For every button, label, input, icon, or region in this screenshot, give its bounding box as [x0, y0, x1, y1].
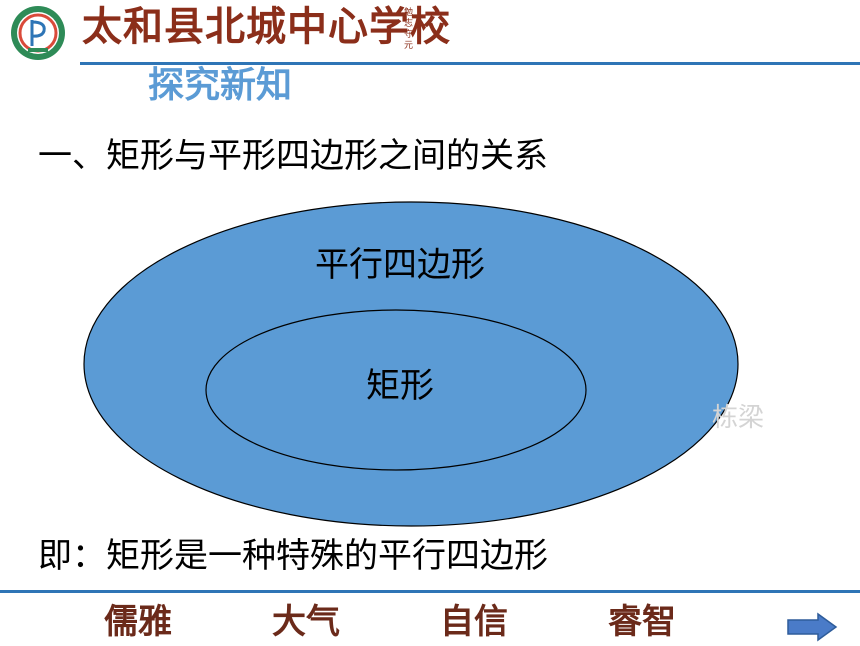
right-arrow-icon[interactable] [786, 612, 838, 642]
outer-ellipse-label: 平行四边形 [315, 245, 485, 285]
motto-word-1: 儒雅 [104, 602, 172, 642]
school-name: 太和县北城中心学校 [82, 3, 451, 50]
school-logo-icon [11, 6, 65, 60]
header-divider [80, 62, 860, 65]
watermark-text: 栋梁 [712, 403, 765, 433]
inner-ellipse-label: 矩形 [366, 366, 434, 406]
motto-word-2: 大气 [272, 602, 340, 642]
section-title: 探究新知 [148, 65, 293, 106]
conclusion-text: 即：矩形是一种特殊的平行四边形 [38, 536, 548, 576]
footer-divider [0, 590, 860, 593]
small-motto: 勉志守元 [404, 8, 414, 51]
inner-ellipse-rectangle [205, 309, 587, 471]
motto-word-4: 睿智 [608, 602, 676, 642]
slide-heading: 一、矩形与平形四边形之间的关系 [38, 136, 548, 176]
motto-word-3: 自信 [440, 602, 508, 642]
